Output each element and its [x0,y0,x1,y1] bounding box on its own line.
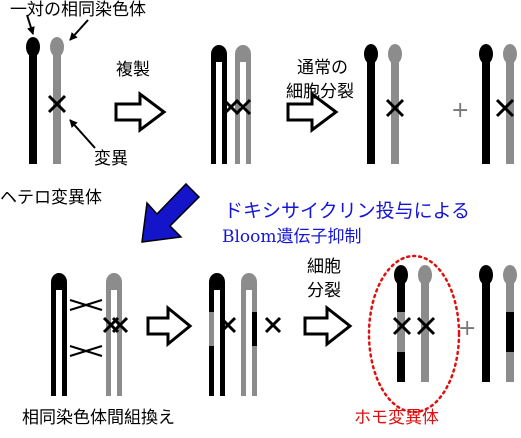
pointer-arrow [26,14,35,35]
mutation-cross [264,316,282,334]
mutation-cross [416,316,436,336]
pointer-arrow [69,19,89,41]
label-normal-division-2: 細胞分裂 [286,82,354,102]
chromosome-black [26,37,40,164]
chromosome-gray-replicated [235,45,251,164]
label-division-1: 細胞 [307,257,341,277]
pointer-arrow [69,119,96,149]
label-homolog-pair: 一対の相同染色体 [10,0,146,20]
label-recombination: 相同染色体間組換え [22,408,175,428]
plus-sign: + [458,316,477,341]
daughter-cell-2 [479,44,517,164]
label-mutation: 変異 [94,149,128,169]
chromosome-gray-replicated [106,273,122,396]
hollow-arrow [114,91,167,133]
mutation-cross [219,316,237,334]
homo-highlight-ellipse [367,254,461,414]
label-division-2: 分裂 [307,281,341,301]
wildtype-cell [479,265,517,382]
mutation-cross [234,98,252,116]
replicated-pair [211,45,252,164]
recombined-pair [209,273,282,396]
mutation-cross [495,98,515,118]
label-hetero: ヘテロ変異体 [0,188,102,208]
mutation-cross [111,316,129,334]
label-replication: 複製 [116,60,150,80]
mutation-cross [47,94,67,114]
chromosome-gray-recombined [241,273,257,396]
label-normal-division-1: 通常の [297,58,348,78]
hollow-arrow [303,304,353,348]
crossover-mark [69,345,103,357]
hollow-arrow [286,91,339,133]
mutation-cross [392,316,412,336]
recombination-pair [51,273,129,396]
daughter-cell-1 [364,44,405,164]
chromosome-black-recombined [209,273,225,396]
hetero-pair [26,14,96,164]
mutation-cross [385,98,405,118]
label-doxycycline-2: Bloom遺伝子抑制 [222,227,362,247]
plus-sign: + [451,98,470,123]
crossover-mark [69,299,103,311]
label-homo: ホモ変異体 [354,408,439,428]
label-doxycycline-1: ドキシサイクリン投与による [224,200,471,222]
homo-mutant-cell [392,265,436,382]
mutation-cross [222,98,240,116]
blue-arrow [141,182,201,243]
chromosome-black-replicated [211,45,227,164]
hollow-arrow [146,304,193,348]
chromosome-black-replicated [51,273,67,396]
